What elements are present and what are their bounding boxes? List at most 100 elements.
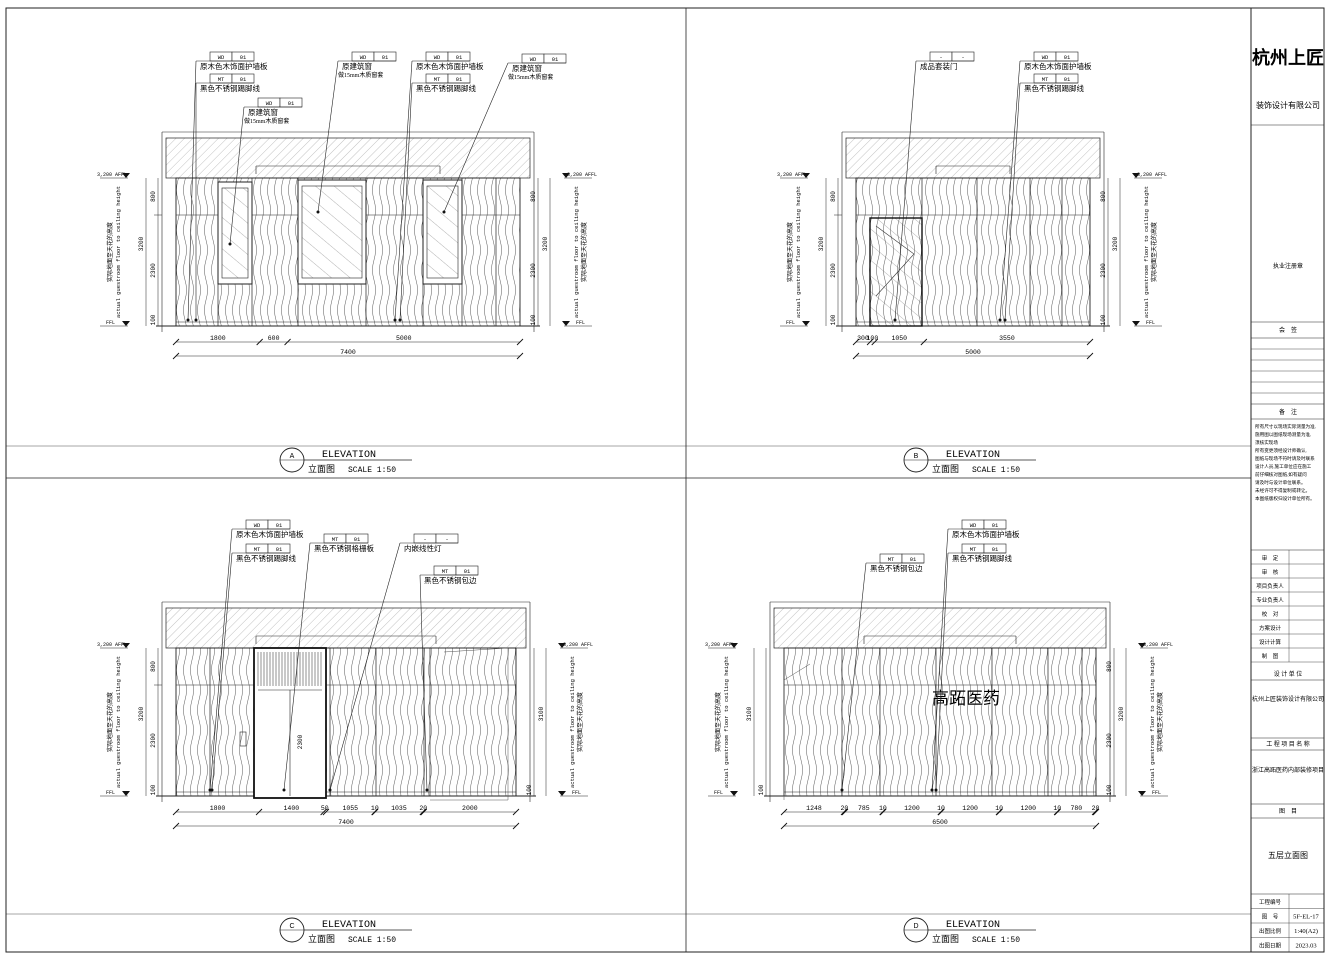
dim-total-height-right: 3100 xyxy=(538,706,545,721)
dim-skirting-height-right: 100 xyxy=(1100,314,1107,325)
view-title: ELEVATION xyxy=(946,450,1000,461)
callout-tag: MT xyxy=(434,76,441,83)
dim-total-width: 5000 xyxy=(965,349,981,356)
side-return xyxy=(430,647,509,801)
leader-dot-icon xyxy=(210,788,214,792)
role-label: 审 定 xyxy=(1262,554,1279,562)
height-note-en-right: actual guestroom floor to ceiling height xyxy=(1149,656,1156,788)
callout-leader xyxy=(317,60,339,213)
level-mark-ffl-right: FFL xyxy=(576,320,585,326)
callout-text: 黑色不锈钢格栅板 xyxy=(314,543,374,553)
level-marker-icon xyxy=(122,643,130,648)
dim-tick xyxy=(879,808,887,816)
level-marker-icon xyxy=(1132,321,1140,326)
dim-tick xyxy=(172,352,180,360)
dim-upper-height: 800 xyxy=(150,191,157,202)
level-mark-ffl-right: FFL xyxy=(572,790,581,796)
view-subtitle: 立面图 xyxy=(932,933,959,944)
callout-num: 01 xyxy=(464,568,471,575)
dim-width-2: 20 xyxy=(841,805,849,812)
height-note-cn: 实际地面至天花的高度 xyxy=(714,692,722,752)
dim-tick xyxy=(840,808,848,816)
callout-leader xyxy=(394,60,413,321)
height-note-en-right: actual guestroom floor to ceiling height xyxy=(573,186,580,318)
callout-text: 原木色木饰面护墙板 xyxy=(1024,61,1092,71)
level-marker-icon xyxy=(1132,173,1140,178)
dim-total-width: 7400 xyxy=(338,819,354,826)
callout-leader xyxy=(894,60,917,321)
callout-text: 黑色不锈钢踢脚线 xyxy=(952,553,1012,563)
dim-skirting-height: 100 xyxy=(758,784,765,795)
callout-tag: MT xyxy=(888,556,895,563)
dim-mid-height: 2300 xyxy=(150,263,157,278)
dim-tick xyxy=(256,338,263,346)
notes-label: 备 注 xyxy=(1279,408,1297,416)
level-mark-ffl-right: FFL xyxy=(1146,320,1155,326)
dim-width-2: 600 xyxy=(268,335,280,342)
dim-tick xyxy=(320,808,327,816)
view-letter: C xyxy=(289,923,294,930)
height-note-cn-right: 实际地面至天花的高度 xyxy=(1150,222,1158,282)
callout-leader xyxy=(841,562,867,791)
window-glass xyxy=(301,185,363,279)
info-value: 1:40(A2) xyxy=(1294,928,1318,935)
dim-width-7: 20 xyxy=(419,805,427,812)
view-title: ELEVATION xyxy=(946,920,1000,931)
callout-num: - xyxy=(445,536,448,543)
dim-width-4: 1055 xyxy=(342,805,358,812)
ceiling-slab xyxy=(845,137,1101,179)
company-subtitle: 装饰设计有限公司 xyxy=(1256,100,1320,110)
info-value: 5F-EL-17 xyxy=(1293,914,1319,921)
dim-width-5: 1200 xyxy=(904,805,920,812)
callout-text: 做15mm木质窗套 xyxy=(508,73,553,81)
dim-width-9: 1200 xyxy=(1020,805,1036,812)
dim-total-height: 3200 xyxy=(138,236,145,251)
level-marker-icon xyxy=(558,791,566,796)
callout-tag: MT xyxy=(970,546,977,553)
company-name: 杭州上匠 xyxy=(1252,47,1324,68)
callout-leader xyxy=(443,62,509,213)
callout-tag: WD xyxy=(530,56,537,63)
dim-skirting-height-right: 100 xyxy=(530,314,537,325)
dim-total-height: 3200 xyxy=(138,706,145,721)
dim-width-7: 1200 xyxy=(962,805,978,812)
note-line: 本图纸版权归设计单位所有。 xyxy=(1255,495,1315,502)
dim-upper-height-right: 800 xyxy=(530,191,537,202)
level-marker-icon xyxy=(562,321,570,326)
level-mark-top: 3,200 AFFL xyxy=(97,642,127,648)
callout-tag: MT xyxy=(442,568,449,575)
drawing-label: 图 目 xyxy=(1279,808,1297,815)
dim-tick xyxy=(371,808,379,816)
note-line: 请及时与设计单位联系。 xyxy=(1255,479,1306,486)
callout-tag: WD xyxy=(970,522,977,529)
view-scale: SCALE 1:50 xyxy=(348,936,396,945)
dim-total-height: 3200 xyxy=(818,236,825,251)
callout-num: 01 xyxy=(1064,76,1071,83)
dim-tick xyxy=(172,808,180,816)
callout-leader xyxy=(931,528,949,791)
dim-width-12: 20 xyxy=(1092,805,1100,812)
dim-tick xyxy=(172,338,180,346)
material-callout: --内嵌线性灯 xyxy=(328,533,459,792)
callout-text: 原木色木饰面护墙板 xyxy=(200,61,268,71)
info-label: 工程编号 xyxy=(1259,898,1282,906)
callout-leader xyxy=(1004,82,1021,321)
callout-text: 黑色不锈钢踢脚线 xyxy=(200,83,260,93)
level-mark-top-right: 3,200 AFFL xyxy=(563,642,593,648)
callout-leader xyxy=(329,542,401,791)
dim-tick xyxy=(322,808,330,816)
dim-upper-height: 800 xyxy=(830,191,837,202)
dim-total-height: 3100 xyxy=(746,706,753,721)
callout-num: 01 xyxy=(276,522,283,529)
role-label: 审 核 xyxy=(1262,568,1279,576)
callout-leader xyxy=(211,552,233,791)
dim-tick xyxy=(516,352,524,360)
